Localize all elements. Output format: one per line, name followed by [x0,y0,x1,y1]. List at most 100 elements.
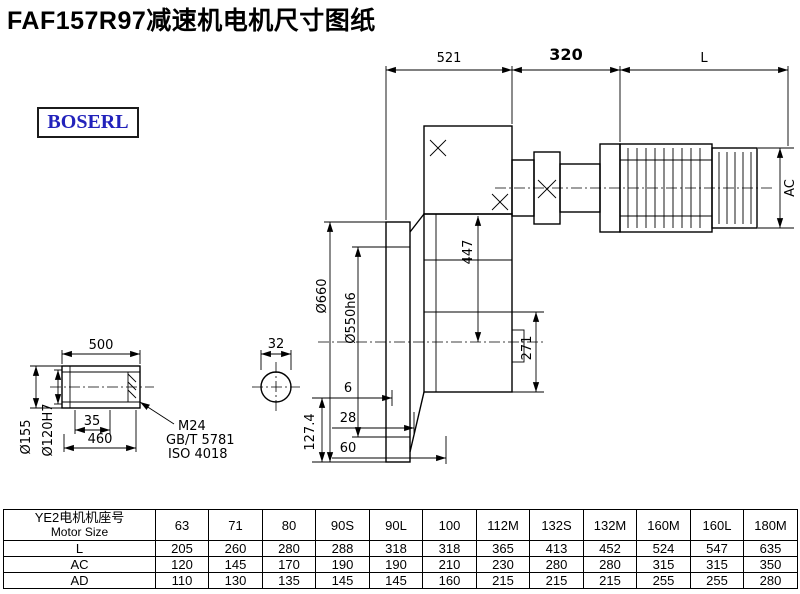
table-cell: 205 [155,540,209,557]
table-cell: 190 [315,556,370,573]
table-cell: 145 [315,572,370,589]
table-cell: 190 [369,556,423,573]
table-row-L: L 205 260 280 288 318 318 365 413 452 52… [3,540,798,557]
table-cell: 260 [208,540,263,557]
table-cell: 280 [529,556,584,573]
centerlines [50,187,775,414]
dim-28-label: 28 [340,411,357,426]
table-header-row: YE2电机机座号 Motor Size 63 71 80 90S 90L 100… [3,509,798,541]
dimension-155: Ø155 [19,365,62,455]
table-col-header: 100 [422,509,477,541]
table-cell: 145 [208,556,263,573]
dim-660-label: Ø660 [315,278,330,313]
table-cell: 170 [262,556,316,573]
table-cell: 145 [369,572,423,589]
dimension-127: 127.4 [303,397,384,463]
dimension-32: 32 [260,337,292,370]
table-col-header: 180M [743,509,798,541]
header-line1: YE2电机机座号 [34,509,125,525]
output-flange [385,213,425,463]
motor-size-table: YE2电机机座号 Motor Size 63 71 80 90S 90L 100… [3,509,798,589]
dim-320-label: 320 [549,45,582,64]
dimension-521: 521 [385,51,513,220]
table-col-header: 160L [690,509,744,541]
output-shaft-detail [61,365,141,409]
dim-550-label: Ø550h6 [344,292,359,344]
table-cell: 280 [583,556,637,573]
table-cell: 365 [476,540,530,557]
table-cell: 452 [583,540,637,557]
dimension-550: Ø550h6 [344,246,386,438]
dimension-28: 28 [332,411,415,434]
table-col-header: 80 [262,509,316,541]
page-title: FAF157R97减速机电机尺寸图纸 [7,7,376,35]
dimension-271: 271 [512,311,544,393]
dimension-60: 60 [332,436,447,464]
row-label: L [3,540,156,557]
thread-m24-label: M24 [178,419,206,434]
table-row-AD: AD 110 130 135 145 145 160 215 215 215 2… [3,572,798,589]
table-cell: 215 [529,572,584,589]
table-cell: 315 [636,556,691,573]
table-col-header: 160M [636,509,691,541]
table-col-header: 90S [315,509,370,541]
standard-gb-label: GB/T 5781 [166,433,235,448]
header-line2: Motor Size [50,524,109,539]
table-cell: 280 [262,540,316,557]
table-cell: 160 [422,572,477,589]
dimension-35: 35 [74,410,111,434]
table-col-header: 71 [208,509,263,541]
row-label: AC [3,556,156,573]
dim-L-label: L [700,51,708,66]
dim-521-label: 521 [437,51,462,66]
table-cell: 547 [690,540,744,557]
dim-60-label: 60 [340,441,357,456]
table-cell: 315 [690,556,744,573]
table-cell: 120 [155,556,209,573]
row-label: AD [3,572,156,589]
dimension-460: 460 [63,410,137,452]
technical-drawing: 521 320 L AC Ø660 [19,45,798,464]
table-header-motor-size: YE2电机机座号 Motor Size [3,509,156,541]
motor [599,143,758,233]
table-cell: 210 [422,556,477,573]
table-cell: 318 [422,540,477,557]
table-cell: 524 [636,540,691,557]
dimension-AC: AC [758,147,798,229]
logo-text: BOSERL [47,111,129,133]
table-col-header: 112M [476,509,530,541]
fan-cover [711,147,758,229]
table-col-header: 132S [529,509,584,541]
dim-460-label: 460 [88,432,113,447]
dimension-L: L [620,51,789,146]
dimension-6: 6 [332,381,393,406]
dim-155-label: Ø155 [19,419,34,454]
table-cell: 135 [262,572,316,589]
dimension-120: Ø120H7 [41,369,62,457]
table-cell: 413 [529,540,584,557]
dim-6-label: 6 [344,381,352,396]
dimension-447: 447 [461,216,482,342]
dim-35-label: 35 [84,414,101,429]
dim-127-label: 127.4 [303,413,318,450]
standard-iso-label: ISO 4018 [168,447,228,462]
table-col-header: 63 [155,509,209,541]
dim-AC-label: AC [783,179,798,197]
dimension-320: 320 [512,45,621,142]
table-cell: 350 [743,556,798,573]
table-cell: 215 [583,572,637,589]
table-cell: 230 [476,556,530,573]
table-cell: 280 [743,572,798,589]
table-row-AC: AC 120 145 170 190 190 210 230 280 280 3… [3,556,798,573]
table-cell: 110 [155,572,209,589]
table-cell: 130 [208,572,263,589]
dim-271-label: 271 [520,336,535,361]
dim-120-label: Ø120H7 [41,403,56,456]
dim-500-label: 500 [89,338,114,353]
table-cell: 318 [369,540,423,557]
shaft-end-view [260,371,292,403]
table-col-header: 90L [369,509,423,541]
table-col-header: 132M [583,509,637,541]
table-cell: 215 [476,572,530,589]
boserl-logo: BOSERL [37,107,139,138]
